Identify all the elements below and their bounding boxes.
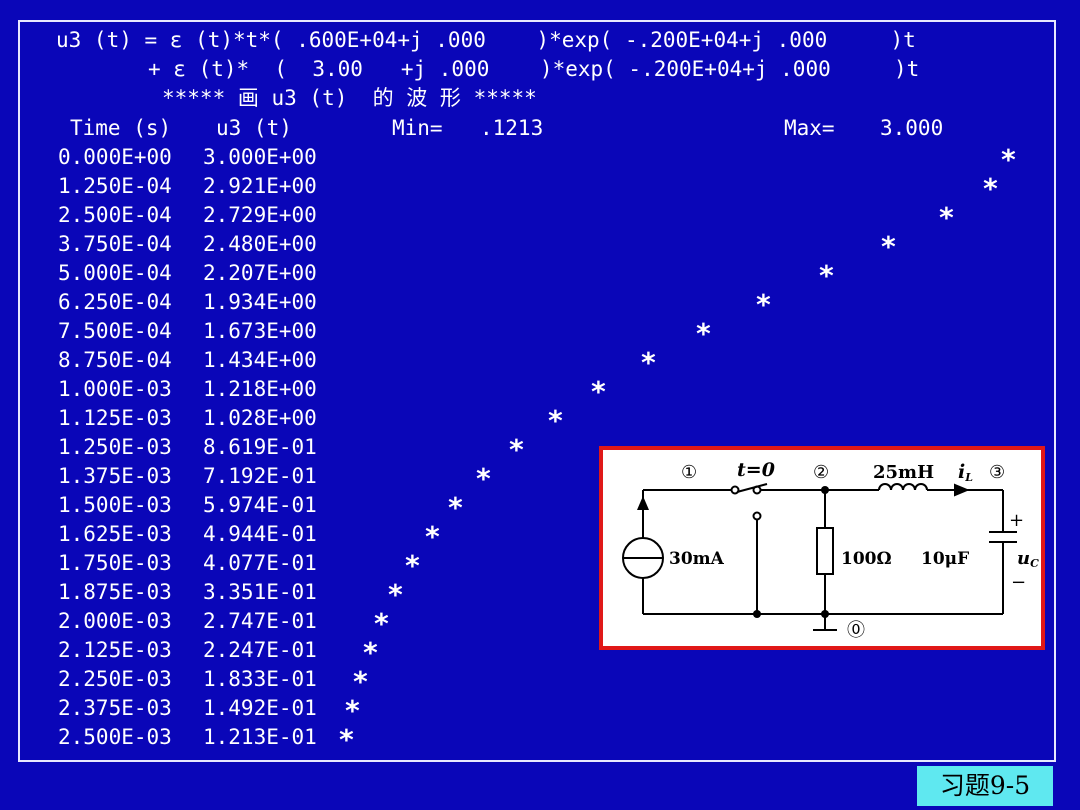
value-cell: 1.934E+00 [203,290,317,314]
min-label: Min= [392,116,443,140]
time-cell: 1.625E-03 [58,522,172,546]
node-3-label: ③ [989,462,1005,483]
plot-point: * [547,404,564,437]
value-cell: 1.673E+00 [203,319,317,343]
plot-point: * [404,549,421,582]
value-cell: 2.729E+00 [203,203,317,227]
node-0-label: ⓪ [847,620,865,641]
equation-line-2: + ε (t)* ( 3.00 +j .000 )*exp( -.200E+04… [148,57,920,81]
plot-point: * [818,259,835,292]
plus-sign: + [1009,510,1024,531]
value-cell: 3.351E-01 [203,580,317,604]
plot-point: * [424,520,441,553]
time-cell: 1.500E-03 [58,493,172,517]
circuit-diagram: ① t=0 ② 25mH iL ③ 30mA 100Ω 10μF + uC − … [599,446,1045,650]
value-cell: 1.833E-01 [203,667,317,691]
value-cell: 2.921E+00 [203,174,317,198]
time-cell: 1.750E-03 [58,551,172,575]
time-cell: 2.250E-03 [58,667,172,691]
capacitor-label: 10μF [921,549,969,569]
plot-point: * [362,636,379,669]
time-cell: 2.125E-03 [58,638,172,662]
plot-point: * [640,346,657,379]
min-value: .1213 [480,116,544,140]
switch-label: t=0 [737,459,775,481]
plot-point: * [387,578,404,611]
plot-point: * [447,491,464,524]
plot-point: * [982,172,999,205]
circuit-schematic: ① t=0 ② 25mH iL ③ 30mA 100Ω 10μF + uC − … [622,459,1039,641]
time-cell: 8.750E-04 [58,348,172,372]
column-value-header: u3 (t) [216,116,292,140]
minus-sign: − [1011,572,1026,593]
time-cell: 0.000E+00 [58,145,172,169]
source-label: 30mA [669,549,725,569]
node-2-label: ② [813,462,829,483]
plot-point: * [695,317,712,350]
column-time-header: Time (s) [70,116,172,140]
time-cell: 2.500E-03 [58,725,172,749]
plot-point: * [1000,143,1017,176]
plot-point: * [755,288,772,321]
terminal-frame [18,20,1056,762]
value-cell: 2.207E+00 [203,261,317,285]
value-cell: 1.213E-01 [203,725,317,749]
plot-point: * [344,694,361,727]
value-cell: 1.028E+00 [203,406,317,430]
time-cell: 2.000E-03 [58,609,172,633]
value-cell: 1.492E-01 [203,696,317,720]
current-label: iL [958,461,973,484]
time-cell: 2.500E-04 [58,203,172,227]
time-cell: 1.000E-03 [58,377,172,401]
time-cell: 5.000E-04 [58,261,172,285]
value-cell: 2.247E-01 [203,638,317,662]
value-cell: 1.218E+00 [203,377,317,401]
resistor-label: 100Ω [841,549,892,569]
value-cell: 4.077E-01 [203,551,317,575]
plot-point: * [508,433,525,466]
plot-point: * [880,230,897,263]
value-cell: 7.192E-01 [203,464,317,488]
node-1-label: ① [681,462,697,483]
time-cell: 7.500E-04 [58,319,172,343]
value-cell: 5.974E-01 [203,493,317,517]
time-cell: 1.875E-03 [58,580,172,604]
plot-point: * [938,201,955,234]
plot-point: * [475,462,492,495]
value-cell: 2.747E-01 [203,609,317,633]
plot-point: * [373,607,390,640]
exercise-label: 习题9-5 [917,766,1053,806]
equation-line-1: u3 (t) = ε (t)*t*( .600E+04+j .000 )*exp… [56,28,916,52]
voltage-label: uC [1017,548,1039,570]
time-cell: 3.750E-04 [58,232,172,256]
plot-point: * [338,723,355,756]
time-cell: 1.250E-04 [58,174,172,198]
max-label: Max= [784,116,835,140]
time-cell: 1.125E-03 [58,406,172,430]
value-cell: 1.434E+00 [203,348,317,372]
value-cell: 4.944E-01 [203,522,317,546]
plot-point: * [352,665,369,698]
value-cell: 3.000E+00 [203,145,317,169]
time-cell: 6.250E-04 [58,290,172,314]
time-cell: 1.375E-03 [58,464,172,488]
plot-title: ***** 画 u3 (t) 的 波 形 ***** [162,86,537,110]
time-cell: 1.250E-03 [58,435,172,459]
time-cell: 2.375E-03 [58,696,172,720]
inductor-label: 25mH [873,462,934,483]
plot-point: * [590,375,607,408]
max-value: 3.000 [880,116,944,140]
value-cell: 2.480E+00 [203,232,317,256]
value-cell: 8.619E-01 [203,435,317,459]
